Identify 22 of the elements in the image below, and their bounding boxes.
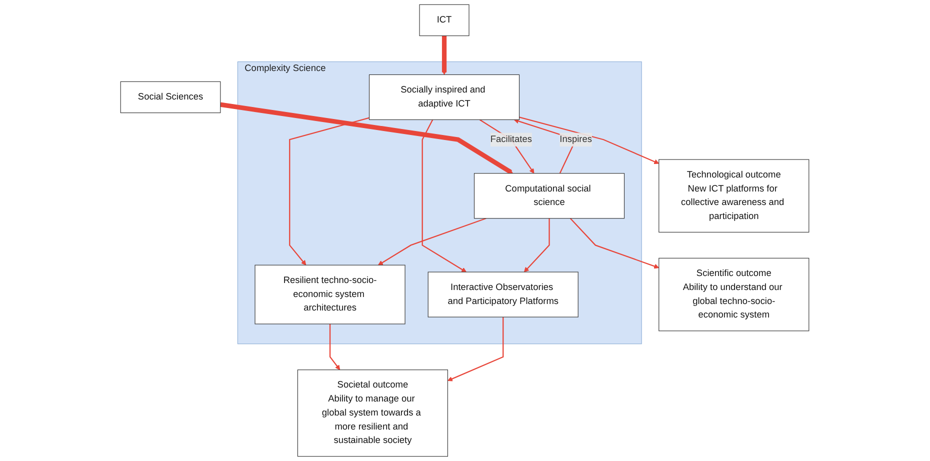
arrow xyxy=(289,117,370,266)
arrow xyxy=(378,218,487,266)
node-box: Computational social science xyxy=(474,173,625,219)
arrow xyxy=(480,119,534,174)
node-box: Interactive Observatories and Participatory Platforms xyxy=(428,272,579,318)
arrow xyxy=(519,116,660,164)
node-box: Societal outcome Ability to manage our global system towards a more resilient and sustainable society xyxy=(298,370,448,457)
node-box: ICT xyxy=(419,4,470,36)
node-box: Technological outcome New ICT platforms for collective awareness and participation xyxy=(658,159,810,233)
arrow xyxy=(524,218,550,272)
node-box: Scientific outcome Ability to understand our global techno-socio-economic system xyxy=(658,258,810,332)
node-box: Resilient techno-socio-economic system architectures xyxy=(254,264,406,324)
node-box: Socially inspired and adaptive ICT xyxy=(369,74,520,120)
edge-label: Inspires xyxy=(560,134,592,144)
arrow xyxy=(442,36,448,75)
node-box: Social Sciences xyxy=(120,81,221,114)
arrow xyxy=(570,218,660,269)
arrow xyxy=(330,324,340,370)
arrow xyxy=(422,119,467,272)
edge-label: Facilitates xyxy=(490,134,532,144)
arrow xyxy=(448,317,504,382)
arrow xyxy=(220,102,514,174)
